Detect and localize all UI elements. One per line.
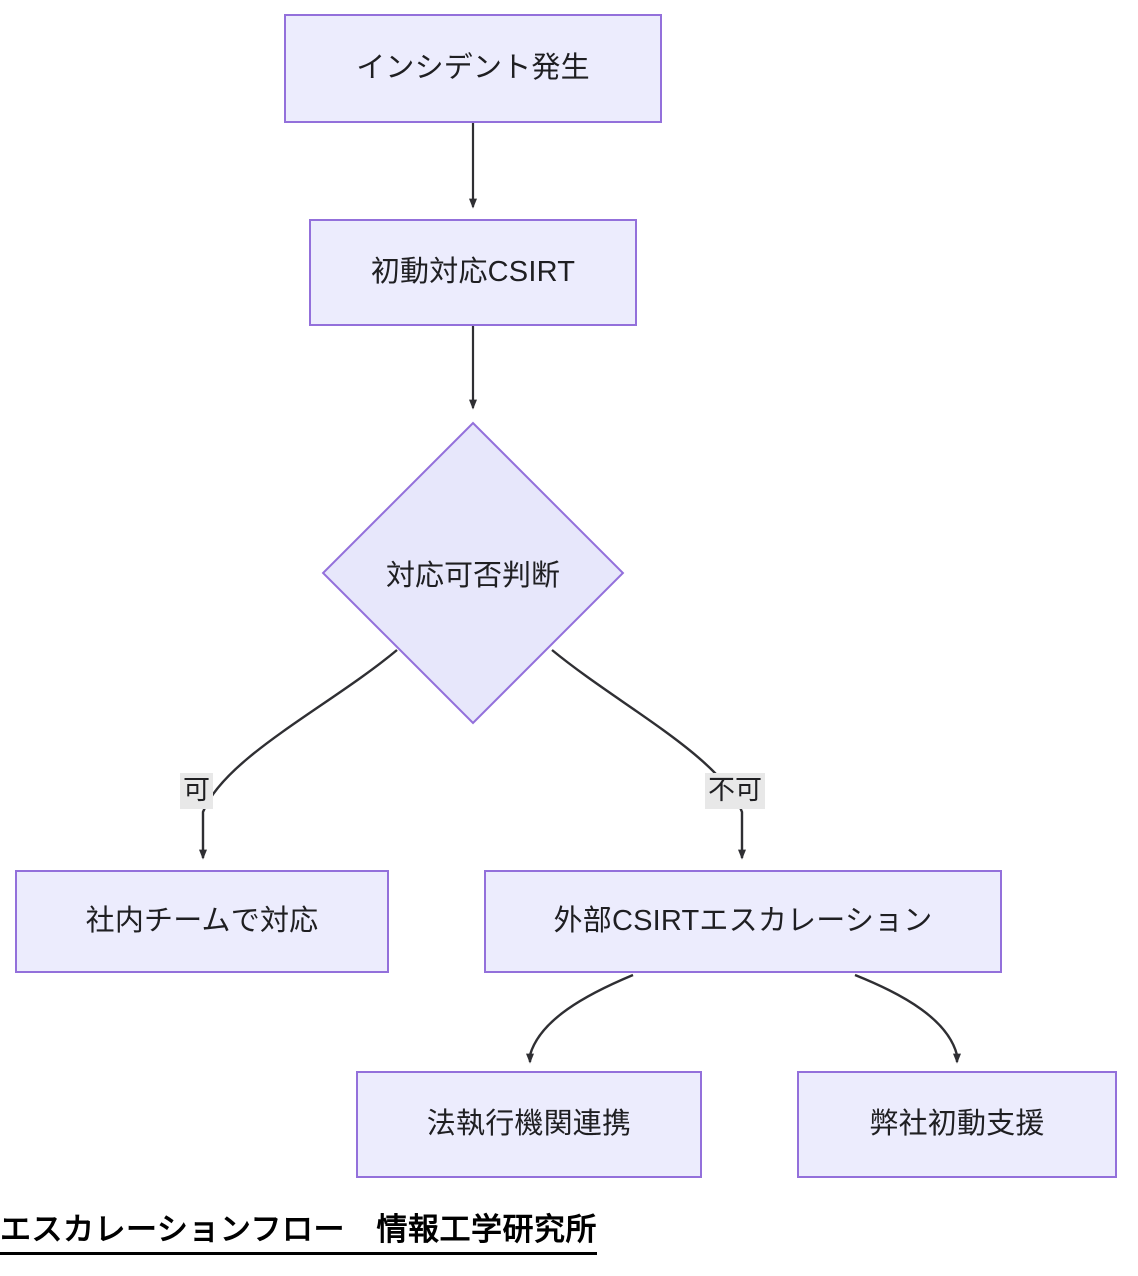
node-incident-label: インシデント発生 [356,52,590,85]
node-first-response-label: 初動対応CSIRT [370,256,576,289]
node-decision[interactable]: 対応可否判断 [321,421,625,725]
node-decision-label: 対応可否判断 [385,560,560,592]
node-law-enforcement[interactable]: 法執行機関連携 [356,1071,702,1178]
node-incident[interactable]: インシデント発生 [284,14,662,123]
edge-label-yes: 可 [180,773,213,810]
node-first-response[interactable]: 初動対応CSIRT [309,219,637,326]
node-external-csirt-label: 外部CSIRTエスカレーション [553,905,933,938]
node-our-support-label: 弊社初動支援 [869,1108,1045,1141]
edge-external-csirt-to-our-support [854,973,961,1064]
node-external-csirt[interactable]: 外部CSIRTエスカレーション [484,870,1002,973]
diagram-caption: エスカレーションフロー 情報工学研究所 [0,1204,597,1255]
node-law-enforcement-label: 法執行機関連携 [426,1108,632,1141]
node-internal-team-label: 社内チームで対応 [85,905,319,938]
node-our-support[interactable]: 弊社初動支援 [797,1071,1117,1178]
edge-label-no: 不可 [705,773,765,810]
node-internal-team[interactable]: 社内チームで対応 [15,870,389,973]
edge-external-csirt-to-law-enforcement [526,973,634,1064]
